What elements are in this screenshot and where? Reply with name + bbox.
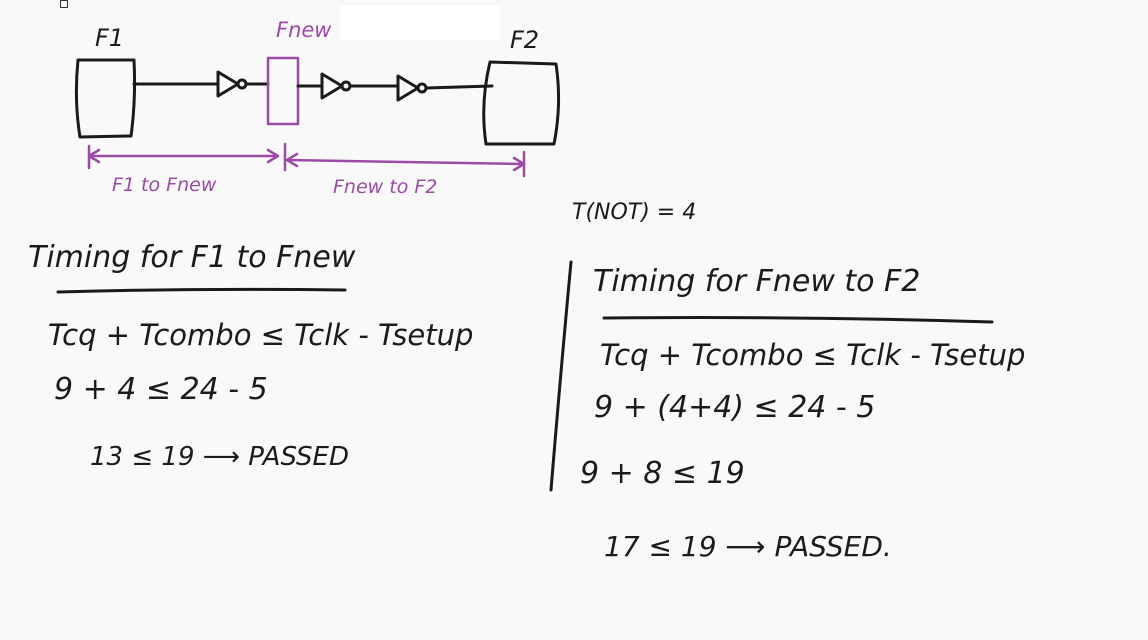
buffer-1-icon xyxy=(216,70,240,98)
span-label-left: F1 to Fnew xyxy=(112,174,217,196)
right-title-underline xyxy=(602,316,994,324)
label-f2: F2 xyxy=(510,26,540,54)
span-left-arrowhead-end xyxy=(266,148,280,164)
f2-flipflop-box xyxy=(482,60,561,146)
buffer-2-icon xyxy=(320,72,344,100)
right-substitution: 9 + (4+4) ≤ 24 - 5 xyxy=(594,390,876,425)
span-label-right: Fnew to F2 xyxy=(333,176,438,198)
left-title-underline xyxy=(56,287,347,294)
fnew-flipflop-box xyxy=(266,56,300,126)
buffer-3-icon xyxy=(396,74,420,102)
span-right-arrowhead-start xyxy=(285,152,299,168)
label-fnew: Fnew xyxy=(276,18,332,42)
span-left-arrowhead-start xyxy=(87,148,101,164)
right-result: 17 ≤ 19 ⟶ PASSED. xyxy=(604,530,892,563)
tnot-note: T(NOT) = 4 xyxy=(572,200,697,225)
corner-marker xyxy=(60,0,68,8)
glare-patch xyxy=(340,6,500,40)
column-divider-line xyxy=(549,260,573,492)
right-simplified: 9 + 8 ≤ 19 xyxy=(580,456,745,491)
span-right-arrow xyxy=(285,158,526,166)
wire-buffer3-to-f2 xyxy=(424,84,494,90)
left-inequality: Tcq + Tcombo ≤ Tclk - Tsetup xyxy=(48,318,474,352)
f1-flipflop-box xyxy=(74,58,137,139)
left-title: Timing for F1 to Fnew xyxy=(28,240,356,275)
label-f1: F1 xyxy=(95,24,125,52)
right-title: Timing for Fnew to F2 xyxy=(593,264,921,299)
left-substitution: 9 + 4 ≤ 24 - 5 xyxy=(54,372,268,407)
right-inequality: Tcq + Tcombo ≤ Tclk - Tsetup xyxy=(600,338,1026,372)
left-result: 13 ≤ 19 ⟶ PASSED xyxy=(90,442,349,472)
